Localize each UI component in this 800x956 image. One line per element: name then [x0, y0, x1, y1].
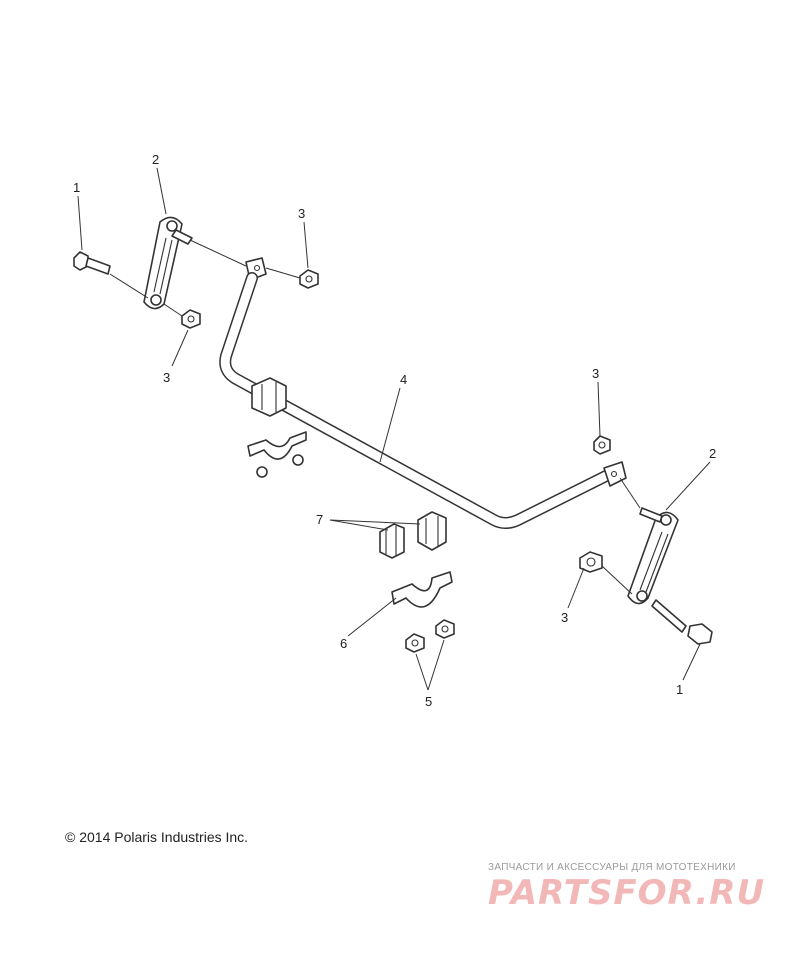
callout-2-left: 2: [152, 152, 159, 167]
callout-2-right: 2: [709, 446, 716, 461]
right-upper-nut: [593, 435, 611, 455]
right-bolt: [651, 599, 713, 645]
bracket: [391, 571, 453, 608]
callout-4: 4: [400, 372, 407, 387]
watermark-tagline: ЗАПЧАСТИ И АКСЕССУАРЫ ДЛЯ МОТОТЕХНИКИ: [488, 862, 736, 873]
callout-7: 7: [316, 512, 323, 527]
bar-bushing-installed: [251, 377, 287, 417]
left-upper-nut: [299, 269, 319, 289]
bushing-pair: [379, 511, 447, 559]
left-bolt: [73, 251, 111, 275]
callout-3-right-nut: 3: [561, 610, 568, 625]
callouts: 1 2 3 3 4 3 2 7 3 6 1 5: [73, 152, 716, 709]
callout-3-top-right: 3: [592, 366, 599, 381]
leader-lines: [77, 167, 711, 691]
watermark-logo: PARTSFOR.RU: [488, 873, 766, 913]
callout-1-left: 1: [73, 180, 80, 195]
callout-3-top-left: 3: [298, 206, 305, 221]
right-link: [627, 507, 679, 605]
left-link: [143, 216, 193, 310]
callout-5: 5: [425, 694, 432, 709]
left-bracket: [247, 431, 307, 478]
left-lower-nut: [181, 309, 201, 329]
copyright-text: © 2014 Polaris Industries Inc.: [65, 829, 249, 845]
right-lower-nut: [579, 551, 603, 573]
callout-3-left-nut: 3: [163, 370, 170, 385]
callout-6: 6: [340, 636, 347, 651]
stabilizer-bar: [219, 257, 627, 529]
callout-1-right: 1: [676, 682, 683, 697]
bracket-nuts: [405, 619, 455, 653]
